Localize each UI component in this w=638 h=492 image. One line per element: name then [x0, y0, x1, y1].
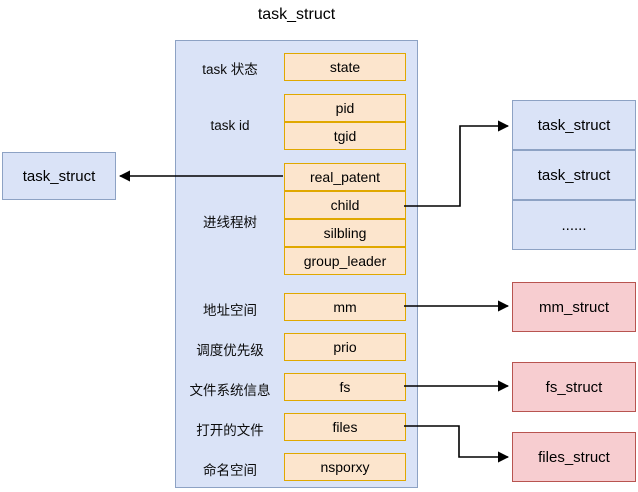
field-real-patent[interactable]: real_patent [284, 163, 406, 191]
field-group-leader[interactable]: group_leader [284, 247, 406, 275]
group-label-namespace: 命名空间 [203, 463, 257, 478]
connector-files-to-files-struct [404, 425, 510, 463]
group-label-filesystem-info: 文件系统信息 [189, 383, 271, 398]
task-struct-list-item-1[interactable]: task_struct [512, 100, 636, 150]
group-label-task-state: task 状态 [202, 62, 258, 77]
group-label-process-tree: 进线程树 [203, 215, 257, 230]
fs-struct-label: fs_struct [545, 378, 603, 396]
field-files[interactable]: files [284, 413, 406, 441]
task-struct-list-item-ellipsis[interactable]: ...... [512, 200, 636, 250]
field-tgid[interactable]: tgid [284, 122, 406, 150]
field-state[interactable]: state [284, 53, 406, 81]
field-fs[interactable]: fs [284, 373, 406, 401]
task-struct-list-item-2[interactable]: task_struct [512, 150, 636, 200]
files-struct-label: files_struct [538, 448, 610, 466]
field-child[interactable]: child [284, 191, 406, 219]
group-label-sched-priority: 调度优先级 [196, 343, 264, 358]
task-struct-list-item-2-label: task_struct [537, 166, 611, 184]
group-label-task-id: task id [210, 118, 250, 133]
mm-struct-node[interactable]: mm_struct [512, 282, 636, 332]
page-title: task_struct [257, 6, 336, 23]
task-struct-list: task_struct task_struct ...... [512, 100, 636, 250]
field-nsporxy[interactable]: nsporxy [284, 453, 406, 481]
field-pid[interactable]: pid [284, 94, 406, 122]
task-struct-list-item-1-label: task_struct [537, 116, 611, 134]
group-label-address-space: 地址空间 [203, 303, 257, 318]
left-task-struct-label: task_struct [22, 167, 96, 185]
group-label-open-files: 打开的文件 [196, 423, 264, 438]
connector-child-to-task-struct-list [404, 120, 510, 207]
field-prio[interactable]: prio [284, 333, 406, 361]
files-struct-node[interactable]: files_struct [512, 432, 636, 482]
left-task-struct-node[interactable]: task_struct [2, 152, 116, 200]
fs-struct-node[interactable]: fs_struct [512, 362, 636, 412]
task-struct-container: task 状态 task id 进线程树 地址空间 调度优先级 文件系统信息 打… [175, 40, 418, 488]
field-mm[interactable]: mm [284, 293, 406, 321]
field-silbling[interactable]: silbling [284, 219, 406, 247]
mm-struct-label: mm_struct [538, 298, 609, 316]
task-struct-list-item-ellipsis-label: ...... [561, 216, 587, 234]
